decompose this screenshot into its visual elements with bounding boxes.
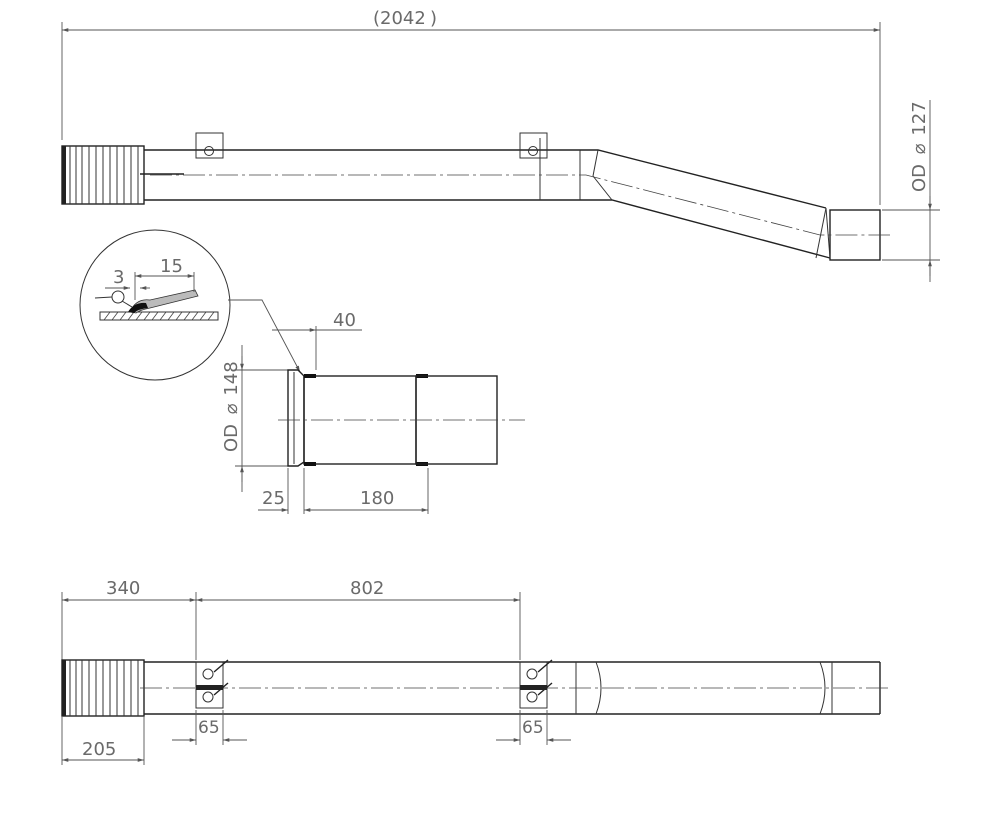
- bracket-spacing-label: 802: [350, 578, 384, 599]
- weld-gap-label: 3: [113, 267, 124, 288]
- bellows-plan: [61, 659, 145, 717]
- bracket-width-right-label: 65: [522, 718, 544, 738]
- weld-length-label: 15: [160, 256, 183, 277]
- overall-length-label: 2042: [380, 8, 426, 29]
- overall-length-paren-close: ): [430, 8, 437, 29]
- overall-length-paren-open: (: [373, 8, 380, 29]
- outlet-od-label: 127: [909, 101, 930, 135]
- inlet-flare: [287, 369, 305, 467]
- inlet-diameter-symbol: ⌀: [221, 403, 242, 414]
- bracket-plan-2: [519, 659, 553, 709]
- bend-top-edge: [580, 149, 827, 209]
- first-bracket-pos-label: 340: [106, 578, 140, 599]
- inlet-length-label: 180: [360, 488, 394, 509]
- inlet-od-label: 148: [221, 361, 242, 395]
- bellows-side: [61, 145, 184, 205]
- outlet-diameter-symbol: ⌀: [909, 143, 930, 154]
- bracket-side-2: [519, 132, 548, 160]
- inlet-detail: 40 OD ⌀ 148 25 180: [221, 310, 525, 514]
- side-view: ( 2042 ): [61, 8, 940, 282]
- bracket-plan-1: [195, 659, 229, 709]
- plan-view: 340 802: [61, 578, 890, 765]
- inlet-od-prefix: OD: [221, 424, 242, 452]
- bracket-side-1: [195, 132, 224, 159]
- bracket-width-left-label: 65: [198, 718, 220, 738]
- svg-text:OD ⌀ 148: OD ⌀ 148: [221, 361, 242, 452]
- bellows-length-label: 205: [82, 739, 116, 760]
- weld-detail: 3 15: [79, 229, 301, 381]
- bend-bottom-edge: [580, 199, 831, 259]
- detail-offset-label: 40: [333, 310, 356, 331]
- flare-length-label: 25: [262, 488, 285, 509]
- svg-text:OD ⌀ 127: OD ⌀ 127: [909, 101, 930, 192]
- outlet-od-prefix: OD: [909, 164, 930, 192]
